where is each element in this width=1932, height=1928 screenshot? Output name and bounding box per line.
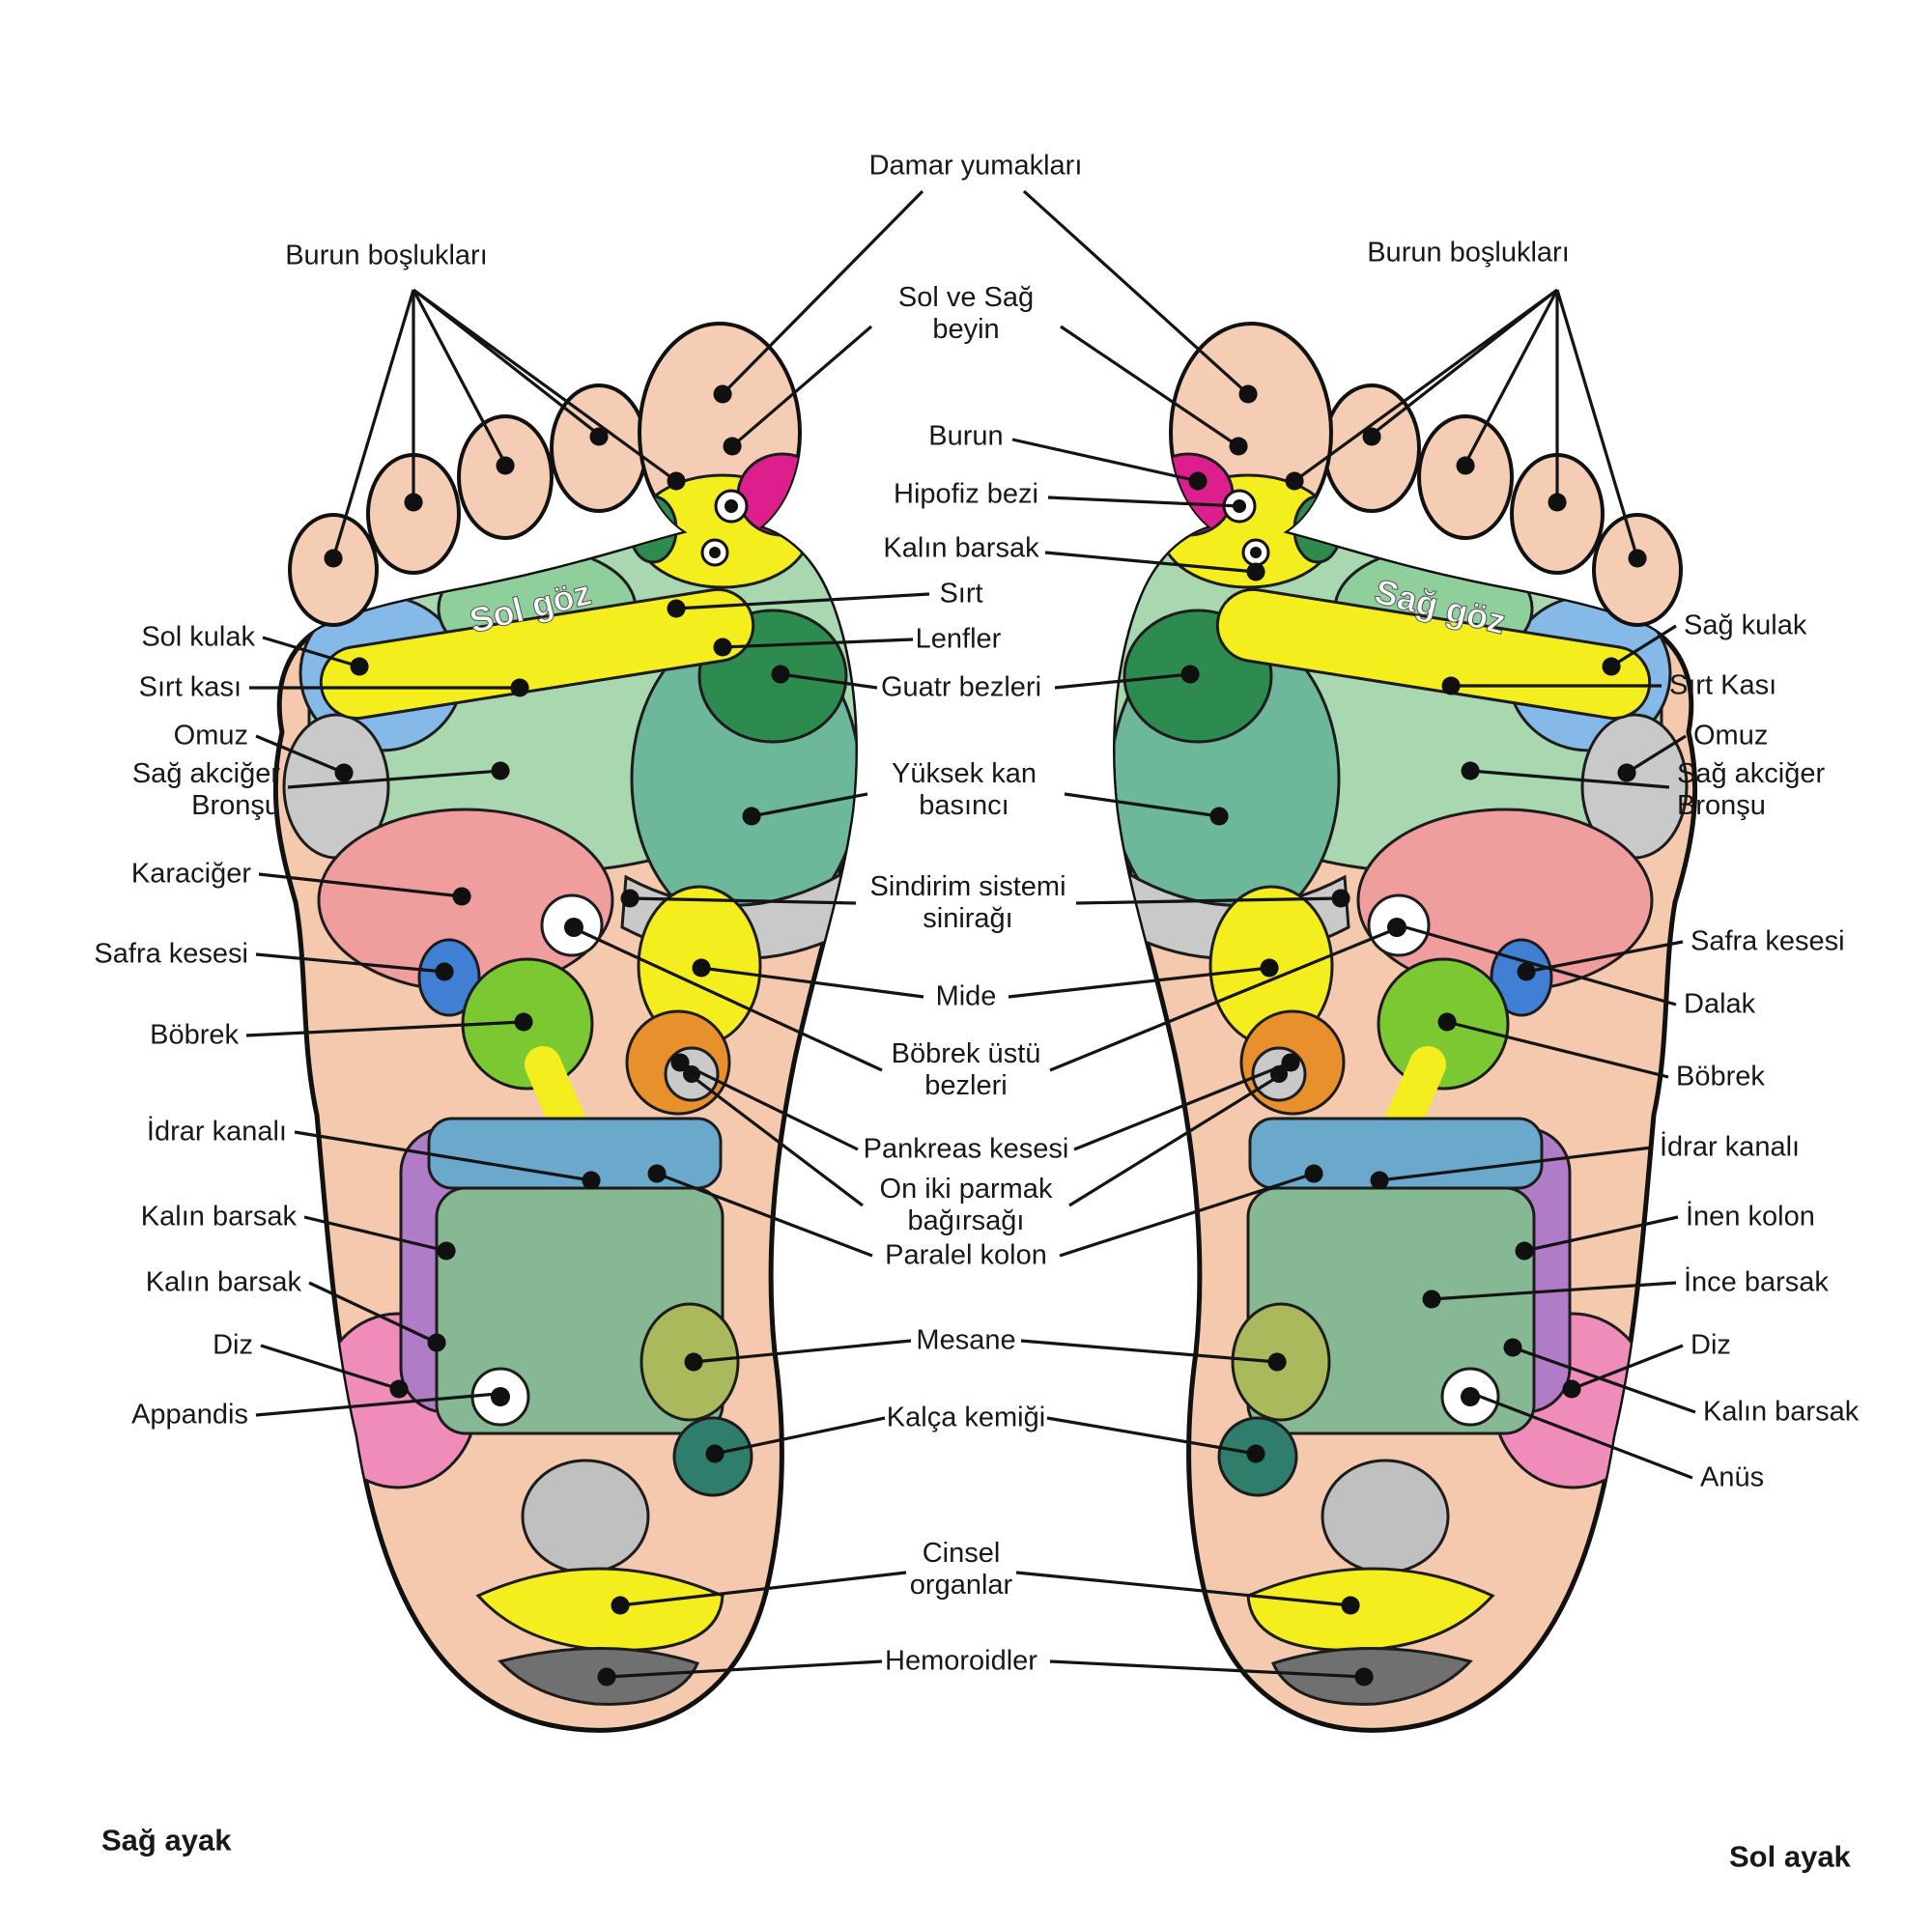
label-damar-yumaklari: Damar yumakları [868,150,1083,182]
label-mide: Mide [935,980,997,1012]
label-idrar-kanali-right: İdrar kanalı [1660,1131,1801,1163]
label-paralel-kolon: Paralel kolon [885,1239,1047,1271]
label-omuz-left: Omuz [173,720,248,751]
label-cinsel-organlar: Cinsel organlar [909,1537,1013,1601]
label-hipofiz-bezi: Hipofiz bezi [894,478,1038,510]
label-karaciger: Karaciğer [130,858,251,890]
label-burun: Burun [928,420,1004,452]
label-omuz-right: Omuz [1693,720,1769,751]
label-sag-akciger-bronsu-left: Sağ akciğer Bronşu [131,757,280,821]
label-inen-kolon: İnen kolon [1686,1201,1815,1233]
label-sirt: Sırt [939,578,983,610]
label-bobrek-ustu-bezleri: Böbrek üstü bezleri [891,1037,1041,1101]
label-bobrek-right: Böbrek [1676,1061,1765,1092]
label-on-iki-parmak-bagirsagi: On iki parmak bağırsağı [879,1173,1053,1236]
label-bobrek-left: Böbrek [150,1019,239,1051]
right-foot [1105,324,1695,1730]
label-guatr-bezleri: Guatr bezleri [880,671,1042,703]
label-sindirim-sistemi-siniragi: Sindirim sistemi sinirağı [869,870,1066,934]
label-diz-right: Diz [1690,1329,1731,1361]
label-diz-left: Diz [213,1329,253,1361]
label-sag-kulak: Sağ kulak [1684,610,1807,641]
label-sol-kulak: Sol kulak [141,621,255,653]
label-kalin-barsak-left-1: Kalın barsak [140,1201,297,1233]
leader-lines [245,189,1696,1679]
label-dalak: Dalak [1684,988,1756,1020]
point-dots [324,384,1647,1687]
label-kalin-barsak-right: Kalın barsak [1703,1396,1860,1428]
label-kalca-kemigi: Kalça kemiği [886,1402,1046,1433]
label-kalin-barsak-left-2: Kalın barsak [145,1266,301,1298]
caption-sag-ayak: Sağ ayak [101,1823,232,1857]
caption-sol-ayak: Sol ayak [1729,1839,1851,1874]
label-mesane: Mesane [916,1324,1016,1356]
label-sirt-kasi-left: Sırt kası [138,671,242,703]
label-pankreas-kesesi: Pankreas kesesi [863,1133,1069,1165]
label-burun-bosluklari-right: Burun boşlukları [1367,237,1570,269]
left-foot [275,324,866,1730]
label-sirt-kasi-right: Sırt Kası [1669,669,1777,701]
label-lenfler: Lenfler [915,623,1002,655]
label-sol-ve-sag-beyin: Sol ve Sağ beyin [897,281,1035,345]
label-yuksek-kan-basinci: Yüksek kan basıncı [892,757,1037,821]
label-burun-bosluklari-left: Burun boşlukları [285,240,488,271]
label-safra-kesesi-left: Safra kesesi [94,938,248,970]
label-idrar-kanali-left: İdrar kanalı [146,1116,287,1148]
label-sag-akciger-bronsu-right: Sağ akciğer Bronşu [1677,757,1826,821]
label-anus: Anüs [1700,1461,1765,1493]
label-kalin-barsak-center: Kalın barsak [883,532,1039,564]
label-hemoroidler: Hemoroidler [885,1645,1037,1677]
label-ince-barsak: İnce barsak [1684,1266,1829,1298]
label-safra-kesesi-right: Safra kesesi [1690,925,1845,957]
label-appandis: Appandis [131,1399,248,1431]
